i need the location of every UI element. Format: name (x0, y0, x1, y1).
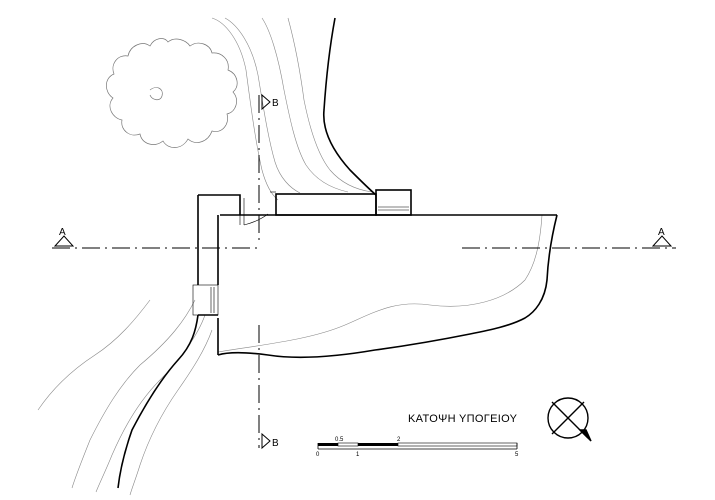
scale-bar: 0.5 2 0 1 5 (316, 437, 519, 458)
scale-label-0: 0 (316, 452, 320, 458)
section-label-a-right: A (658, 227, 665, 238)
section-label-b-bottom: B (272, 438, 279, 449)
section-marker-b-bottom: B (261, 432, 279, 450)
scale-label-2: 2 (397, 437, 401, 443)
drawing-title: ΚΑΤΟΨΗ ΥΠΟΓΕΙΟΥ (408, 413, 518, 425)
section-label-a-left: A (59, 227, 66, 238)
north-arrow-icon (547, 397, 592, 442)
scale-label-0-5: 0.5 (335, 437, 344, 443)
section-marker-a-right: A (651, 227, 673, 247)
building-walls (197, 189, 557, 316)
scale-label-1: 1 (356, 452, 360, 458)
site-boundary (117, 17, 558, 489)
scale-label-5: 5 (515, 452, 519, 458)
section-marker-a-left: A (53, 227, 75, 247)
window-openings (192, 191, 409, 316)
section-label-b-top: B (272, 98, 279, 109)
section-marker-b-top: B (261, 93, 279, 111)
tree-canopy-icon (106, 38, 238, 148)
